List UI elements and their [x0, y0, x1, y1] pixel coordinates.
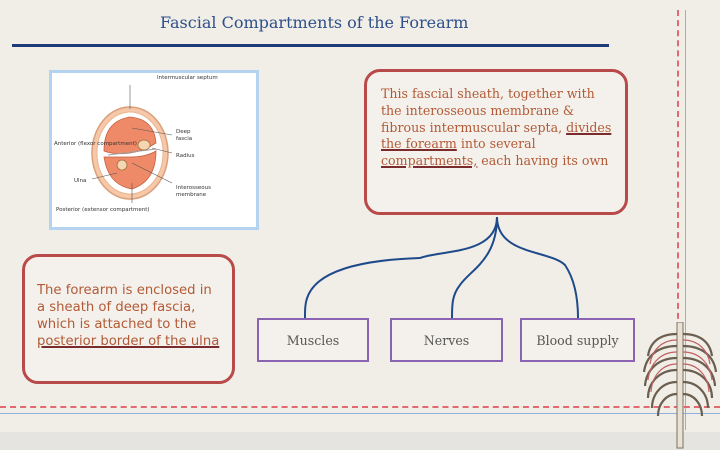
- bottom-blue-line: [0, 413, 720, 414]
- ribcage-icon: [642, 322, 718, 449]
- cross-section-drawing: [91, 85, 173, 203]
- sheath-text-3: into several: [456, 136, 536, 152]
- category-blood-supply-label: Blood supply: [536, 332, 619, 348]
- label-ulna: Ulna: [74, 178, 87, 184]
- title-underline: [12, 44, 609, 47]
- bottom-red-dashed-line: [0, 406, 720, 408]
- category-muscles-label: Muscles: [286, 332, 340, 348]
- sheath-text-1: This fascial sheath, together with the i…: [381, 86, 595, 135]
- label-interosseous-2: membrane: [176, 192, 207, 198]
- label-intermuscular-septum: Intermuscular septum: [157, 75, 218, 81]
- category-blood-supply: Blood supply: [520, 318, 635, 362]
- label-interosseous-1: Interosseous: [176, 185, 211, 191]
- forearm-text-1: The forearm is enclosed in a sheath of d…: [37, 283, 212, 332]
- label-deep-fascia-1: Deep: [176, 129, 191, 135]
- category-nerves: Nerves: [390, 318, 503, 362]
- slide-title: Fascial Compartments of the Forearm: [160, 13, 469, 32]
- connector-blood-supply: [496, 216, 579, 319]
- category-nerves-label: Nerves: [423, 332, 470, 348]
- footer-band: [0, 432, 720, 450]
- label-posterior-compartment: Posterior (extensor compartment): [56, 207, 150, 213]
- right-blue-line: [685, 10, 686, 430]
- forearm-cross-section-figure: Intermuscular septum Anterior (flexor co…: [49, 70, 259, 230]
- forearm-sheath-box: The forearm is enclosed in a sheath of d…: [22, 254, 235, 384]
- connector-muscles: [303, 216, 498, 319]
- category-muscles: Muscles: [257, 318, 369, 362]
- label-radius: Radius: [176, 153, 195, 159]
- label-anterior-compartment: Anterior (flexor compartment): [54, 141, 137, 147]
- sheath-text-divides: divides the forearm: [381, 119, 612, 152]
- sheath-text-compartments: compartments,: [381, 153, 478, 169]
- forearm-text-ulna: posterior border of the ulna: [37, 333, 220, 349]
- sheath-text-5: each having its own: [477, 153, 609, 169]
- right-red-dashed-line: [677, 10, 679, 430]
- connector-nerves: [451, 216, 498, 319]
- fascial-sheath-box: This fascial sheath, together with the i…: [364, 69, 628, 215]
- label-deep-fascia-2: fascia: [176, 136, 193, 142]
